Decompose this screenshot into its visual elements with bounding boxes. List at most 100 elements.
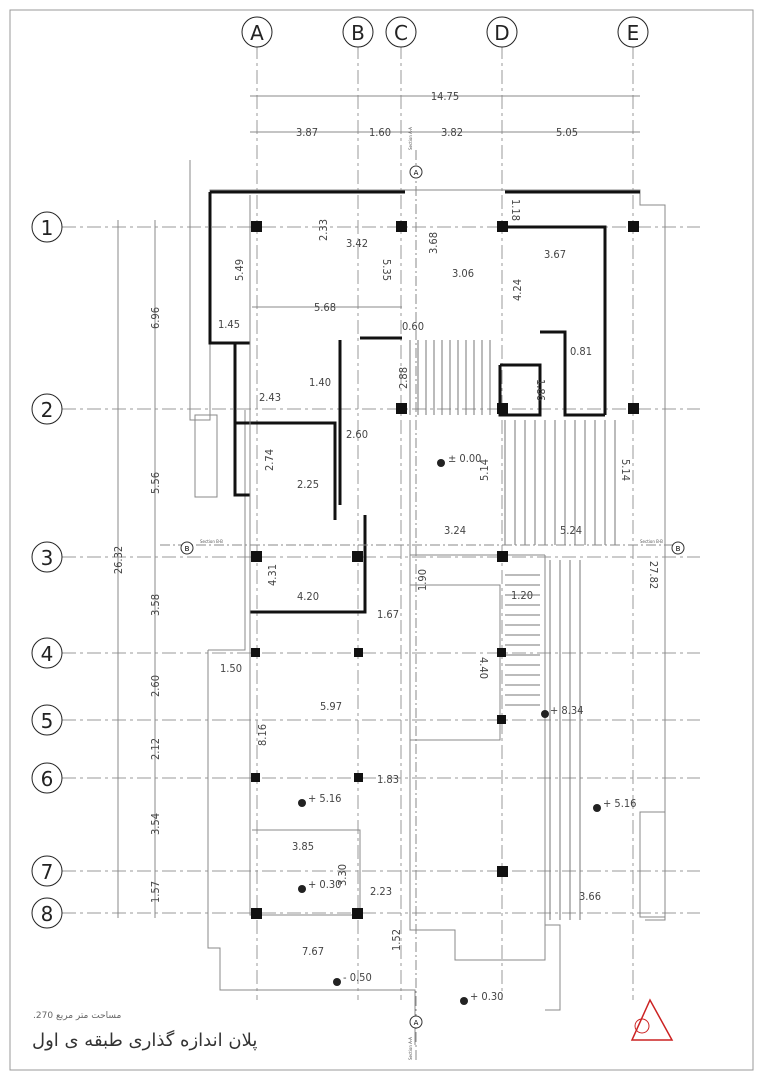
axis-label-c: C (394, 21, 408, 45)
section-marker-b-left: B (185, 545, 190, 553)
dim: 1.67 (377, 608, 399, 621)
dim: 3.85 (292, 840, 314, 853)
dim-cd: 3.82 (441, 126, 463, 139)
left-dimensions: 26.32 6.96 5.56 3.58 2.60 2.12 3.54 1.57 (112, 220, 162, 918)
dim: 0.60 (402, 320, 424, 333)
sheet-border (9, 9, 754, 1071)
dim: 1.83 (377, 773, 399, 786)
dim-bc: 1.60 (369, 126, 391, 139)
dim: 4.40 (477, 657, 490, 679)
section-label: Section B-B (200, 539, 223, 544)
north-arrow-icon (630, 998, 674, 1041)
section-label: Section A-A (408, 127, 413, 150)
dim: 3.66 (579, 890, 601, 903)
stairs (409, 340, 616, 920)
level: - 0.50 (343, 971, 372, 984)
dim: 4.24 (511, 279, 524, 301)
dim: 3.06 (452, 267, 474, 280)
dim: 5.49 (233, 259, 246, 281)
dim: 1.45 (218, 318, 240, 331)
axis-label-b: B (351, 21, 365, 45)
dim: 2.43 (259, 391, 281, 404)
dim-total-height: 26.32 (112, 546, 125, 574)
dim: 5.14 (619, 459, 632, 481)
dim: 1.86 (534, 379, 547, 401)
top-dimensions: 14.75 3.87 1.60 3.82 5.05 (250, 90, 640, 139)
area-note: مساحت متر مربع 270. (33, 1011, 121, 1021)
dim: 3.30 (336, 864, 349, 886)
dim: 3.42 (346, 237, 368, 250)
dim-total-width: 14.75 (431, 90, 459, 103)
dim: 3.24 (444, 524, 466, 537)
dim: 4.31 (266, 564, 279, 586)
level: + 5.16 (603, 797, 636, 810)
axis-label-3: 3 (41, 546, 54, 570)
dim-12: 6.96 (149, 307, 162, 329)
inner-dimensions: 5.49 2.33 3.42 5.35 3.68 1.18 3.67 3.06 … (218, 199, 660, 958)
dim-45: 2.60 (149, 675, 162, 697)
dim: 5.68 (314, 301, 336, 314)
dim: 2.25 (297, 478, 319, 491)
area-label: مساحت (91, 1011, 122, 1021)
column-axis-bubbles: A B C D E (241, 16, 649, 48)
dim: 2.33 (317, 219, 330, 241)
walls (189, 160, 666, 1045)
axis-label-d: D (494, 21, 509, 45)
section-marker-a-top: A (414, 169, 419, 177)
level: ± 0.00 (448, 452, 481, 465)
dim: 1.50 (220, 662, 242, 675)
dim: 8.16 (256, 724, 269, 746)
dim: 1.40 (309, 376, 331, 389)
dim: 2.23 (370, 885, 392, 898)
dim: 5.14 (478, 459, 491, 481)
level: + 0.30 (470, 990, 503, 1003)
area-unit: متر مربع (55, 1011, 89, 1021)
dim: 1.18 (509, 199, 522, 221)
axis-label-8: 8 (41, 902, 54, 926)
dim: 1.90 (416, 569, 429, 591)
section-markers: B B A A Section B-B Section B-B Section … (160, 127, 685, 1060)
row-axis-bubbles: 1 2 3 4 5 6 7 8 (31, 211, 63, 929)
structural-columns (251, 221, 639, 919)
dim-23: 5.56 (149, 472, 162, 494)
grid-axes (62, 45, 700, 1000)
dim-78: 1.57 (149, 881, 162, 903)
axis-label-a: A (250, 21, 264, 45)
axis-label-e: E (627, 21, 640, 45)
dim: 2.88 (397, 367, 410, 389)
dim: 2.74 (263, 449, 276, 471)
section-marker-a-bottom: A (414, 1019, 419, 1027)
dim-ab: 3.87 (296, 126, 318, 139)
level: + 5.16 (308, 792, 341, 805)
dim: 2.60 (346, 428, 368, 441)
dim-67: 3.54 (149, 813, 162, 835)
dim: 7.67 (302, 945, 324, 958)
dim: 1.52 (390, 929, 403, 951)
area-value: 270. (33, 1011, 54, 1021)
axis-label-6: 6 (41, 767, 54, 791)
dim-56: 2.12 (149, 738, 162, 760)
level: + 8.34 (550, 704, 583, 717)
axis-label-4: 4 (41, 642, 54, 666)
axis-label-1: 1 (41, 216, 54, 240)
dim: 3.68 (427, 232, 440, 254)
dim-34: 3.58 (149, 594, 162, 616)
dim: 5.24 (560, 524, 582, 537)
level: + 0.30 (308, 878, 341, 891)
section-marker-b-right: B (676, 545, 681, 553)
section-label: Section B-B (640, 539, 663, 544)
dim: 5.35 (380, 259, 393, 281)
dim: 3.67 (544, 248, 566, 261)
dim: 1.20 (511, 589, 533, 602)
axis-label-5: 5 (41, 709, 54, 733)
axis-label-2: 2 (41, 398, 54, 422)
dim: 5.97 (320, 700, 342, 713)
plan-title: پلان اندازه گذاری طبقه ی اول (32, 1030, 258, 1051)
level-markers: ± 0.00 + 8.34 + 5.16 + 5.16 + 0.30 - 0.5… (298, 452, 636, 1005)
dim: 0.81 (570, 345, 592, 358)
dim-de: 5.05 (556, 126, 578, 139)
dim: 27.82 (647, 561, 660, 589)
dim: 4.20 (297, 590, 319, 603)
axis-label-7: 7 (41, 860, 54, 884)
